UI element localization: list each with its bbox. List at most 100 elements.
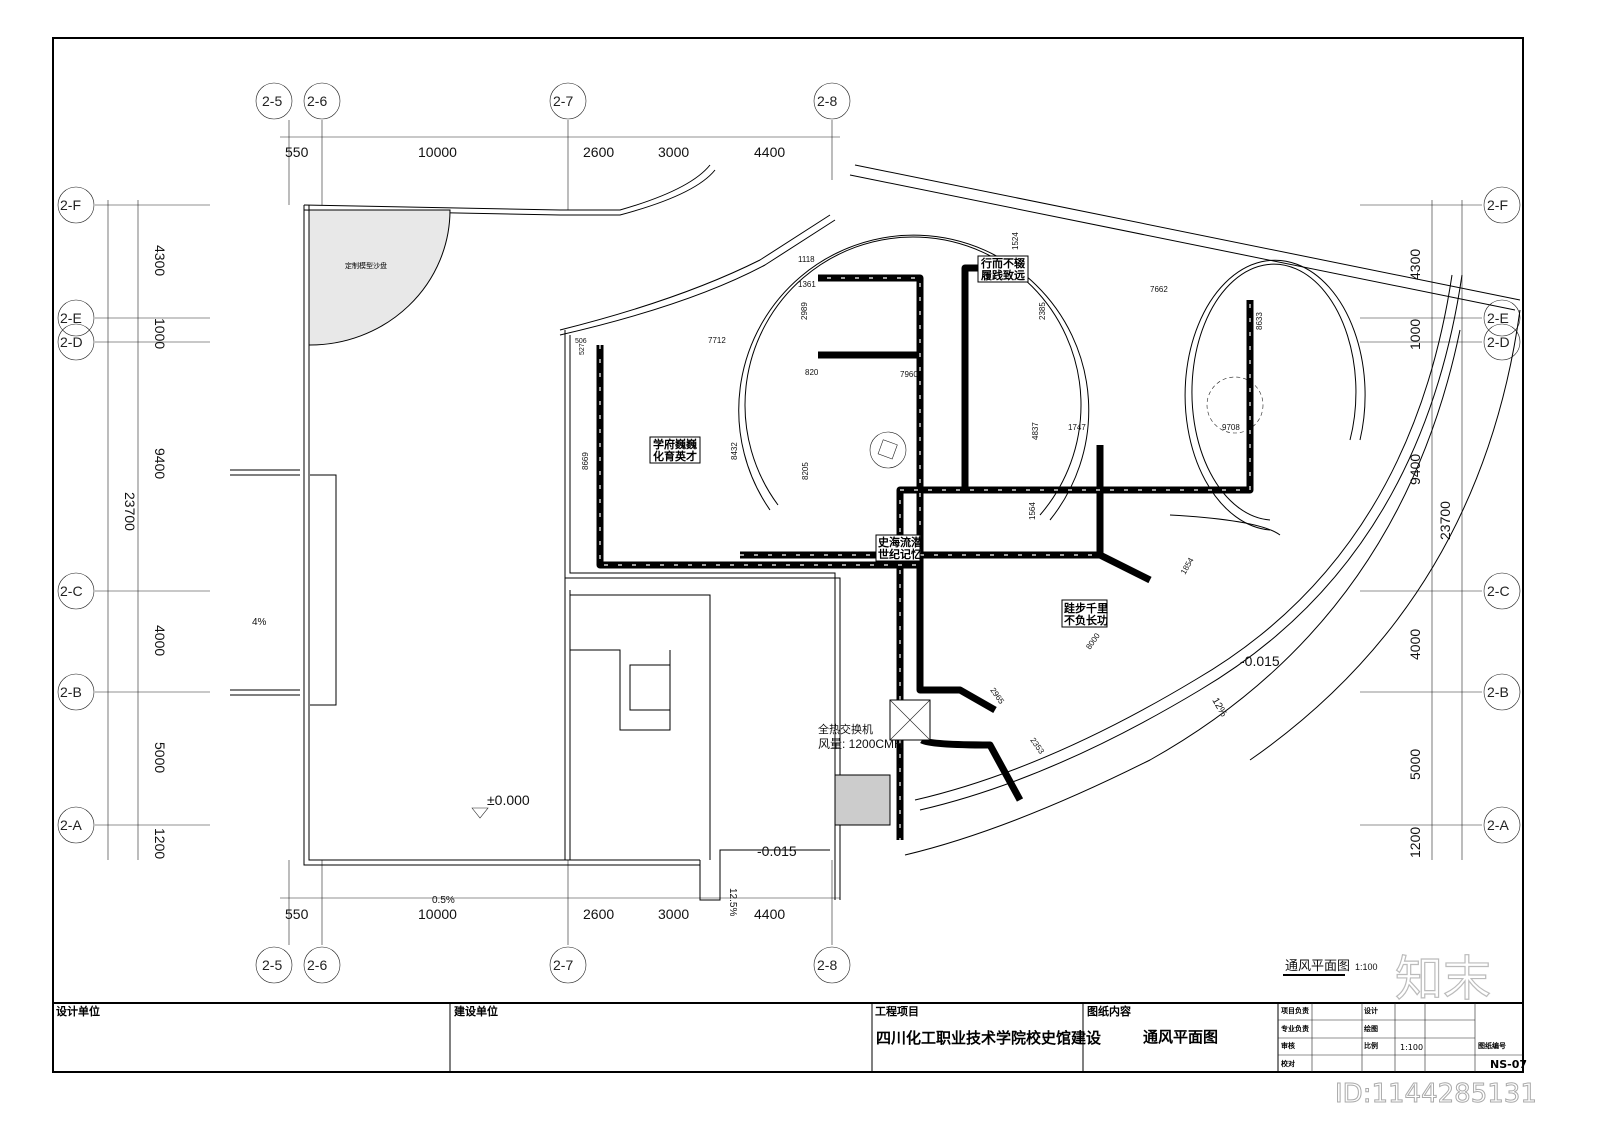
svg-text:1000: 1000 xyxy=(152,318,168,349)
elevation-east: -0.015 xyxy=(1240,653,1280,669)
svg-text:23700: 23700 xyxy=(1437,501,1453,540)
svg-text:比例: 比例 xyxy=(1364,1041,1378,1050)
grid-label: 2-5 xyxy=(262,957,282,973)
svg-text:行而不辍: 行而不辍 xyxy=(980,256,1026,270)
grid-label: 2-A xyxy=(60,817,82,833)
svg-text:不负长功: 不负长功 xyxy=(1064,613,1108,627)
svg-text:9400: 9400 xyxy=(1407,454,1423,485)
grid-label: 2-E xyxy=(60,310,82,326)
svg-text:5000: 5000 xyxy=(1407,749,1423,780)
grid-label: 2-6 xyxy=(307,957,327,973)
grid-label: 2-C xyxy=(1487,583,1510,599)
svg-text:1200: 1200 xyxy=(1407,827,1423,858)
svg-text:校对: 校对 xyxy=(1281,1059,1295,1068)
svg-text:4400: 4400 xyxy=(754,906,785,922)
svg-text:2989: 2989 xyxy=(800,302,809,320)
svg-text:设计单位: 设计单位 xyxy=(56,1004,100,1018)
ventilation-ducts xyxy=(596,264,1254,840)
svg-text:1:100: 1:100 xyxy=(1400,1043,1423,1052)
svg-text:10000: 10000 xyxy=(418,906,457,922)
sandbox-area xyxy=(308,209,451,346)
svg-text:820: 820 xyxy=(805,368,819,377)
svg-text:527: 527 xyxy=(579,343,586,355)
dimensions-right: 4300 1000 9400 4000 5000 1200 23700 xyxy=(1407,249,1453,858)
svg-text:4300: 4300 xyxy=(1407,249,1423,280)
watermark-logo: 知末 xyxy=(1395,951,1491,1007)
svg-text:550: 550 xyxy=(285,906,309,922)
svg-text:8432: 8432 xyxy=(730,442,739,460)
slope-east-ramp: 12% xyxy=(1209,696,1229,719)
grid-axes xyxy=(95,120,1482,945)
svg-text:3000: 3000 xyxy=(658,144,689,160)
svg-text:3000: 3000 xyxy=(658,906,689,922)
svg-text:工程项目: 工程项目 xyxy=(875,1004,919,1018)
svg-text:1854: 1854 xyxy=(1179,556,1196,576)
svg-text:4300: 4300 xyxy=(152,245,168,276)
svg-text:1747: 1747 xyxy=(1068,423,1086,432)
svg-text:项目负责: 项目负责 xyxy=(1281,1006,1309,1015)
grid-label: 2-D xyxy=(1487,334,1510,350)
heat-exchanger-cross xyxy=(889,699,931,741)
svg-text:专业负责: 专业负责 xyxy=(1281,1024,1309,1033)
svg-text:图纸内容: 图纸内容 xyxy=(1087,1004,1131,1018)
drawing-caption-scale: 1:100 xyxy=(1355,962,1378,972)
grid-label: 2-B xyxy=(60,684,82,700)
sheet-border xyxy=(52,37,1524,1073)
svg-text:8205: 8205 xyxy=(801,462,810,480)
svg-text:史海流潜: 史海流潜 xyxy=(878,535,923,549)
svg-text:履践致远: 履践致远 xyxy=(981,268,1025,282)
svg-text:设计: 设计 xyxy=(1364,1006,1378,1015)
equipment-room xyxy=(834,774,891,826)
grid-bubbles-top: 2-5 2-6 2-7 2-8 xyxy=(255,82,851,120)
svg-text:506: 506 xyxy=(575,338,587,345)
svg-text:世纪记忆: 世纪记忆 xyxy=(878,547,922,561)
svg-text:化育英才: 化育英才 xyxy=(653,449,697,463)
slope-ramp: 12.5% xyxy=(727,888,738,916)
grid-label: 2-C xyxy=(60,583,83,599)
building-walls xyxy=(230,164,1521,901)
grid-label: 2-8 xyxy=(817,93,837,109)
svg-text:9400: 9400 xyxy=(152,448,168,479)
grid-bubbles-left: 2-F 2-E 2-D 2-C 2-B 2-A xyxy=(57,186,95,844)
grid-label: 2-F xyxy=(60,197,81,213)
equipment-name: 全热交换机 xyxy=(818,722,873,736)
svg-text:1000: 1000 xyxy=(1407,319,1423,350)
svg-text:2600: 2600 xyxy=(583,906,614,922)
svg-text:1564: 1564 xyxy=(1028,502,1037,520)
grid-label: 2-F xyxy=(1487,197,1508,213)
svg-text:8633: 8633 xyxy=(1255,312,1264,330)
svg-text:4000: 4000 xyxy=(152,625,168,656)
grid-bubbles-bottom: 2-5 2-6 2-7 2-8 xyxy=(255,946,851,984)
svg-text:1361: 1361 xyxy=(798,280,816,289)
watermark-id: ID:1144285131 xyxy=(1335,1079,1537,1109)
svg-text:1200: 1200 xyxy=(152,828,168,859)
svg-text:7960: 7960 xyxy=(900,370,918,379)
grid-label: 2-8 xyxy=(817,957,837,973)
grid-label: 2-7 xyxy=(553,93,573,109)
grid-label: 2-A xyxy=(1487,817,1509,833)
svg-text:2385: 2385 xyxy=(1038,302,1047,320)
svg-text:8000: 8000 xyxy=(1084,631,1102,651)
equipment-airflow: 风量: 1200CMH xyxy=(818,737,903,751)
svg-text:8669: 8669 xyxy=(581,452,590,470)
grid-label: 2-7 xyxy=(553,957,573,973)
svg-text:1524: 1524 xyxy=(1011,232,1020,250)
room-labels: 学府巍巍 化育英才 行而不辍 履践致远 史海流潜 世纪记忆 跬步千里 不负长功 xyxy=(649,255,1108,628)
sandbox-label: 定制模型沙盘 xyxy=(345,261,387,270)
svg-text:审核: 审核 xyxy=(1281,1041,1295,1050)
svg-text:550: 550 xyxy=(285,144,309,160)
slope-west: 4% xyxy=(252,617,267,628)
circular-hall xyxy=(738,234,1366,536)
svg-text:7712: 7712 xyxy=(708,336,726,345)
dimensions-left: 4300 1000 9400 4000 5000 1200 23700 xyxy=(122,245,168,859)
svg-text:绘图: 绘图 xyxy=(1364,1024,1378,1033)
grid-label: 2-6 xyxy=(307,93,327,109)
svg-text:9708: 9708 xyxy=(1222,423,1240,432)
drawing-caption: 通风平面图 xyxy=(1285,958,1350,973)
svg-text:学府巍巍: 学府巍巍 xyxy=(653,437,697,451)
sheet-content: 通风平面图 xyxy=(1143,1028,1218,1046)
svg-text:7662: 7662 xyxy=(1150,285,1168,294)
dimensions-bottom: 550 10000 2600 3000 4400 xyxy=(285,906,785,922)
title-block: 设计单位 建设单位 工程项目 四川化工职业技术学院校史馆建设 图纸内容 通风平面… xyxy=(56,1003,1527,1072)
